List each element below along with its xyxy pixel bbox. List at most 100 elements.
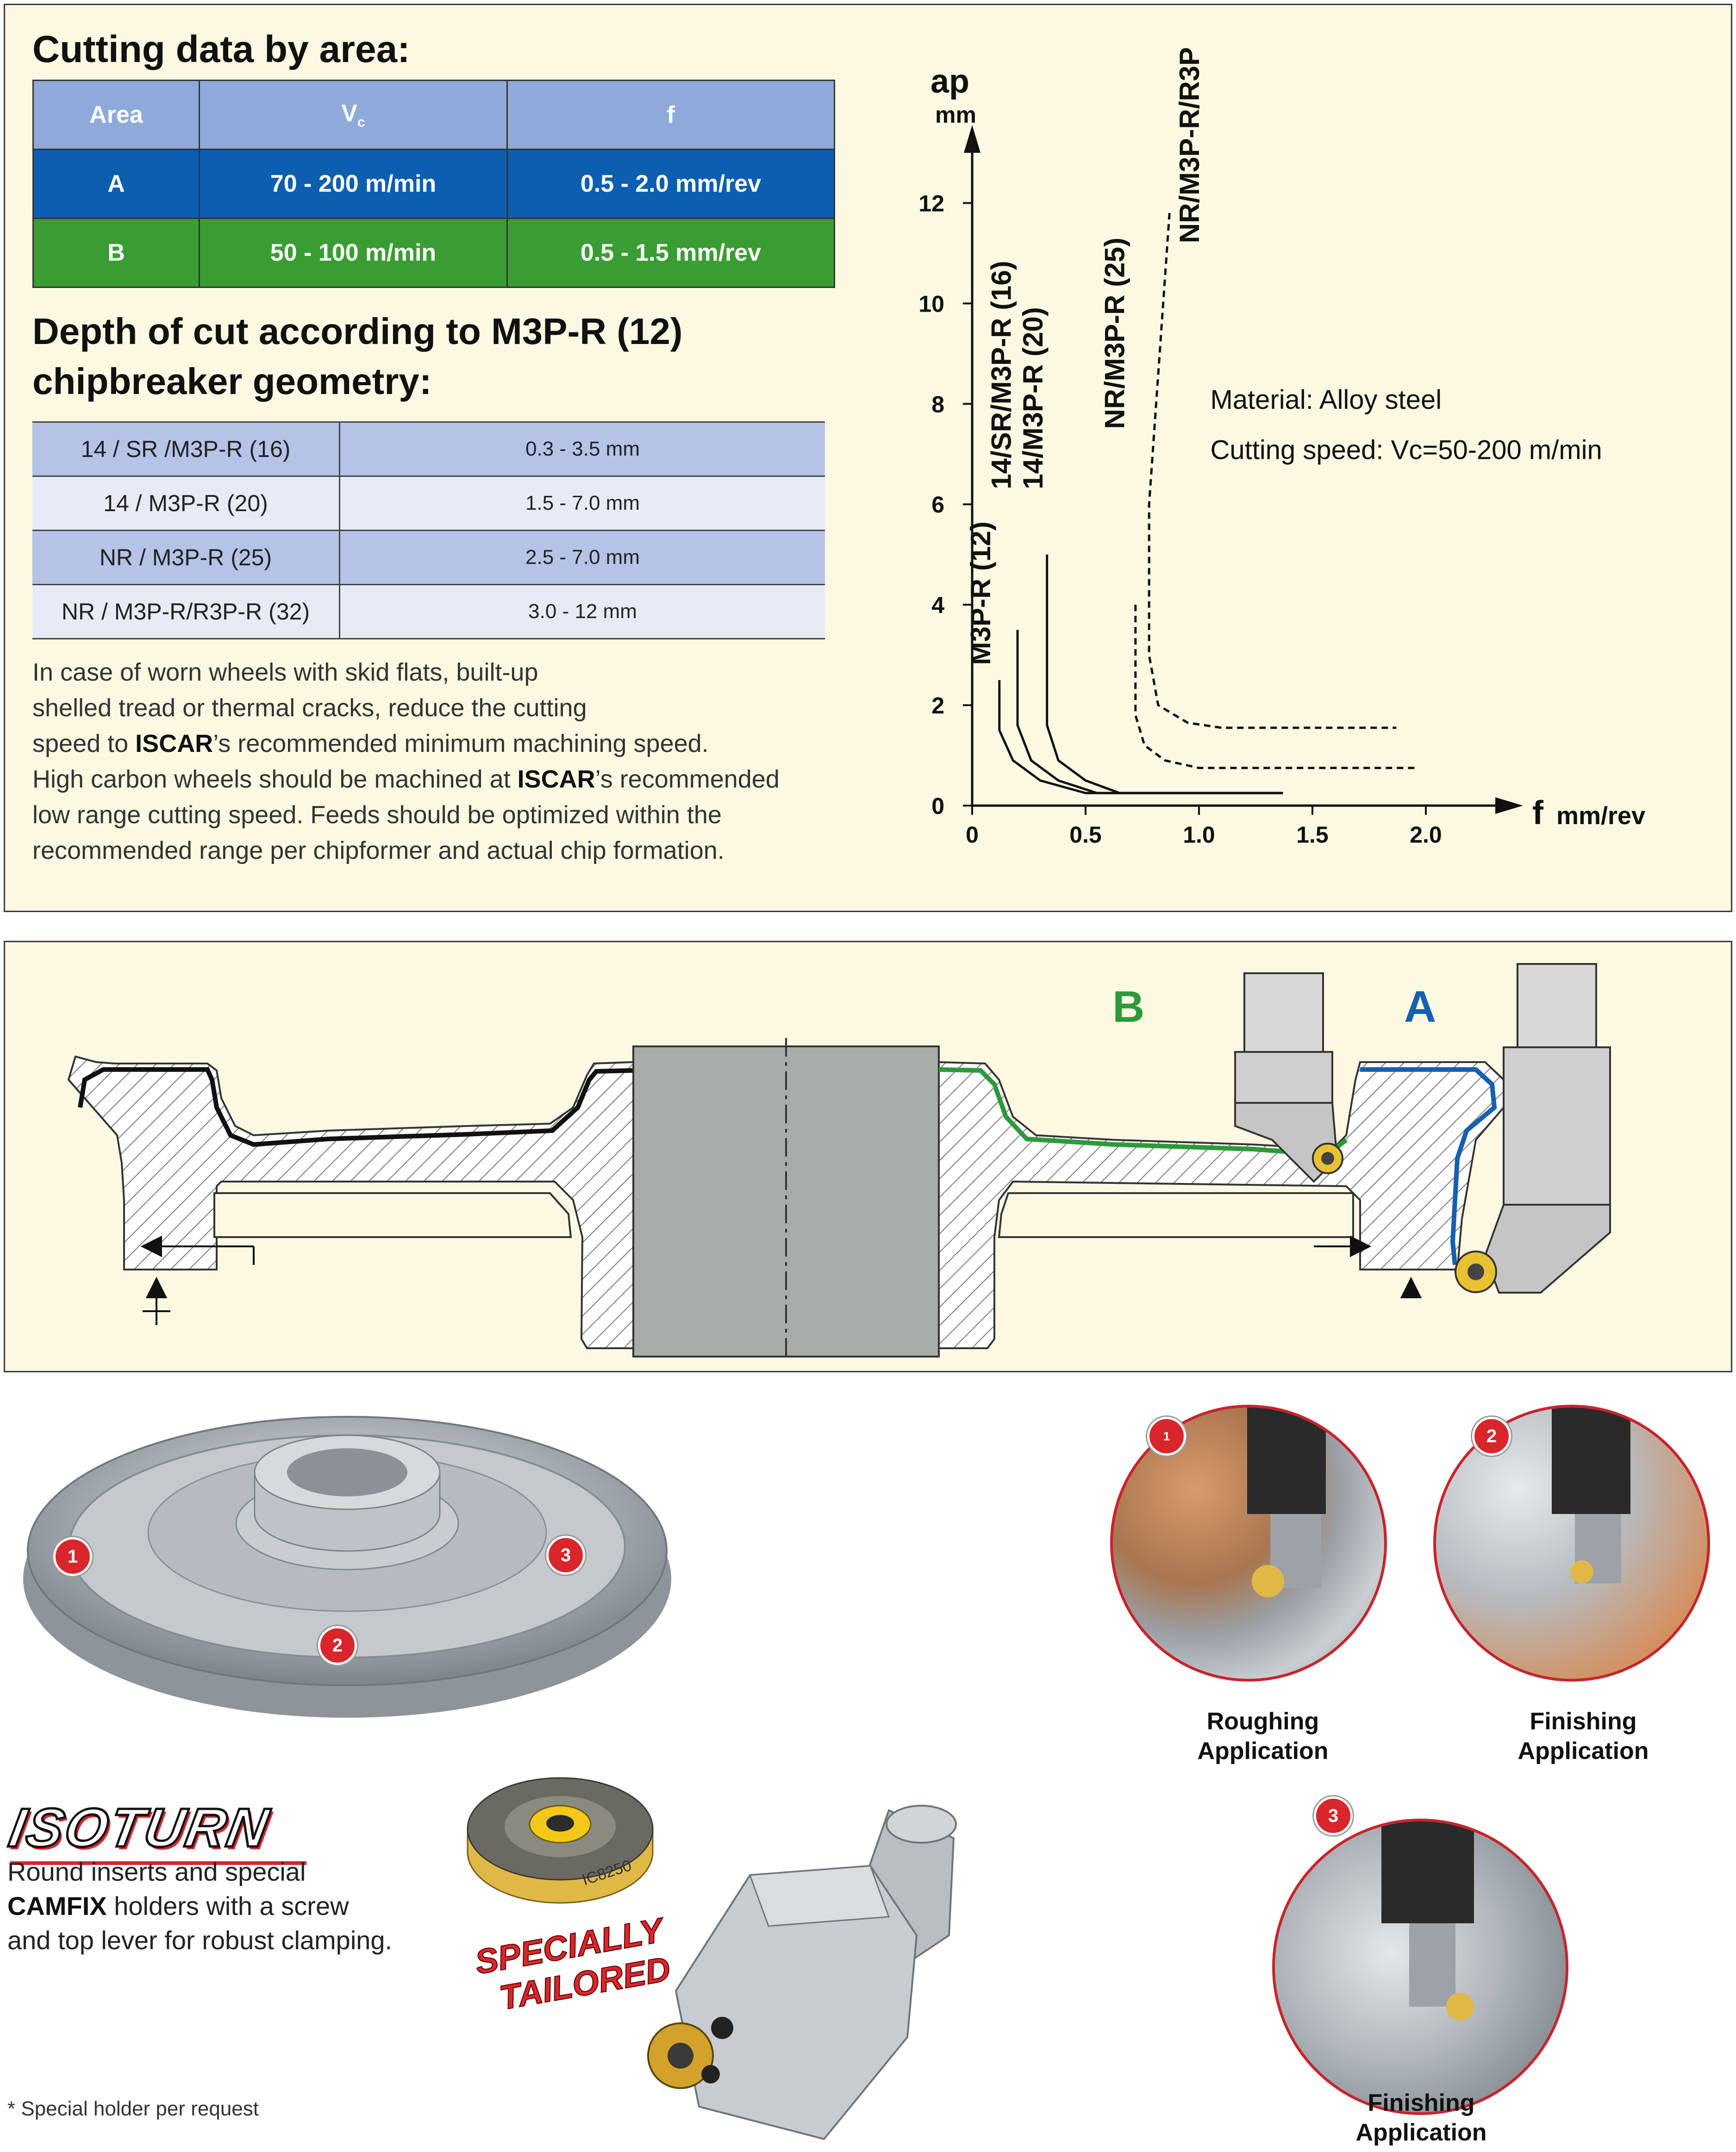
series-line-5 — [1148, 213, 1397, 729]
isoturn-line: Round inserts and special — [7, 1857, 306, 1886]
machining-note: In case of worn wheels with skid flats, … — [32, 655, 866, 869]
depth-table: 14 / SR /M3P-R (16) 0.3 - 3.5 mm 14 / M3… — [32, 421, 825, 639]
y-axis-unit: mm — [935, 102, 976, 128]
note-line: low range cutting speed. Feeds should be… — [32, 801, 722, 829]
note-text: ’s recommended minimum machining speed. — [213, 730, 709, 757]
application-marker-3: 3 — [1314, 1796, 1353, 1835]
tool-holder-a — [1455, 963, 1611, 1294]
tool-holder-b — [1234, 972, 1343, 1183]
note-text: High carbon wheels should be machined at — [32, 765, 518, 793]
depth-row: NR / M3P-R/R3P-R (32) 3.0 - 12 mm — [32, 584, 825, 639]
row-a-f: 0.5 - 2.0 mm/rev — [506, 149, 835, 219]
row-b-f: 0.5 - 1.5 mm/rev — [506, 218, 835, 288]
camfix-holder-image — [647, 1805, 957, 2140]
series-line-4 — [1134, 605, 1415, 769]
tool-shank — [1409, 1923, 1455, 2007]
datum-markers — [140, 1235, 1422, 1325]
area-label-a: A — [1404, 982, 1436, 1032]
chart-info-material: Material: Alloy steel — [1211, 385, 1442, 415]
x-tick-label: 1.5 — [1296, 822, 1329, 848]
iscar-brand: ISCAR — [135, 730, 213, 757]
series-label-3: 14/M3P-R (20) — [1018, 307, 1049, 489]
row-a-vc: 70 - 200 m/min — [199, 149, 508, 219]
label-line: Application — [1355, 2119, 1487, 2146]
label-line: Application — [1197, 1738, 1329, 1764]
wheel-marker-1: 1 — [53, 1537, 92, 1576]
application-marker-1: 1 — [1147, 1417, 1186, 1456]
header-vc-sub: c — [357, 114, 365, 130]
isoturn-description: Round inserts and special CAMFIX holders… — [7, 1855, 392, 1958]
x-tick-label: 1.0 — [1183, 822, 1215, 848]
header-area: Area — [32, 80, 200, 150]
note-text: ’s recommended — [595, 765, 780, 793]
wheel-marker-3: 3 — [546, 1536, 585, 1575]
tool-body — [1247, 1408, 1326, 1514]
y-tick-label: 10 — [918, 291, 944, 317]
x-tick-label: 2.0 — [1410, 822, 1442, 848]
depth-row-name: NR / M3P-R (25) — [32, 530, 340, 585]
note-text: speed to — [32, 730, 136, 757]
insert-icon — [1446, 1993, 1474, 2021]
wheel-cavity-left — [213, 1192, 572, 1238]
tool-body — [1552, 1408, 1630, 1514]
cutting-data-table: Area Vc f A 70 - 200 m/min 0.5 - 2.0 mm/… — [32, 80, 835, 288]
label-line: Finishing — [1368, 2089, 1475, 2116]
wheel-cross-section: B A — [67, 963, 1611, 1362]
header-vc-label: V — [341, 100, 357, 127]
depth-row: 14 / SR /M3P-R (16) 0.3 - 3.5 mm — [32, 422, 825, 476]
chart-axes — [964, 125, 1523, 814]
wheel-cavity-right — [998, 1192, 1354, 1238]
series-label-4: NR/M3P-R (25) — [1099, 238, 1130, 429]
x-axis-arrow — [1495, 797, 1523, 814]
tool-body — [1381, 1821, 1474, 1923]
note-line: speed to ISCAR’s recommended minimum mac… — [32, 726, 866, 762]
row-b-area: B — [32, 218, 200, 288]
row-b-vc: 50 - 100 m/min — [199, 218, 508, 288]
area-label-b: B — [1112, 982, 1144, 1032]
depth-title-line1: Depth of cut according to M3P-R (12) — [32, 311, 683, 352]
profile-contour-left — [78, 1067, 634, 1147]
iscar-brand: ISCAR — [517, 765, 595, 793]
note-line: In case of worn wheels with skid flats, … — [32, 658, 538, 686]
depth-row-name: 14 / SR /M3P-R (16) — [32, 422, 340, 476]
finishing-label-1: Finishing Application — [1477, 1707, 1690, 1766]
y-tick-label: 12 — [918, 190, 944, 216]
hub-bore-hole — [287, 1448, 407, 1496]
depth-row-range: 1.5 - 7.0 mm — [525, 492, 640, 514]
insert-icon — [1570, 1560, 1593, 1583]
depth-row-range: 2.5 - 7.0 mm — [525, 546, 640, 569]
depth-row-range: 3.0 - 12 mm — [528, 600, 637, 623]
note-line: recommended range per chipformer and act… — [32, 837, 724, 864]
depth-title-line2: chipbreaker geometry: — [32, 361, 432, 402]
isoturn-underline — [10, 1861, 306, 1865]
x-tick-label: 0 — [966, 822, 979, 848]
finishing-label-2: Finishing Application — [1315, 2088, 1528, 2147]
chart-lines — [998, 213, 1415, 794]
roughing-label: Roughing Application — [1156, 1707, 1369, 1766]
isoturn-logo: ISOTURN — [4, 1796, 306, 1865]
x-tick-label: 0.5 — [1069, 822, 1102, 848]
cutting-row-a: A 70 - 200 m/min 0.5 - 2.0 mm/rev — [32, 149, 835, 219]
y-axis-arrow — [964, 125, 980, 153]
wheel-marker-2: 2 — [318, 1626, 357, 1665]
series-label-5: NR/M3P-R/R3P-R (32) — [1174, 46, 1205, 243]
series-line-3 — [1046, 554, 1283, 794]
isoturn-line: CAMFIX holders with a screw — [7, 1889, 392, 1923]
isoturn-line: and top lever for robust clamping. — [7, 1926, 393, 1955]
depth-row-range: 0.3 - 3.5 mm — [525, 438, 640, 460]
y-tick-label: 8 — [931, 391, 944, 417]
y-tick-label: 0 — [931, 793, 944, 819]
isoturn-logo-text: ISOTURN — [4, 1796, 275, 1860]
camfix-brand: CAMFIX — [7, 1891, 107, 1921]
footnote: * Special holder per request — [7, 2097, 259, 2120]
x-axis-unit: mm/rev — [1556, 802, 1645, 830]
depth-row-name: NR / M3P-R/R3P-R (32) — [32, 584, 340, 639]
insert-icon — [1252, 1565, 1284, 1597]
label-line: Finishing — [1530, 1708, 1637, 1735]
wheel-illustration — [23, 1416, 671, 1718]
label-line: Roughing — [1206, 1708, 1319, 1735]
application-marker-2: 2 — [1472, 1417, 1511, 1456]
header-f: f — [506, 80, 835, 150]
